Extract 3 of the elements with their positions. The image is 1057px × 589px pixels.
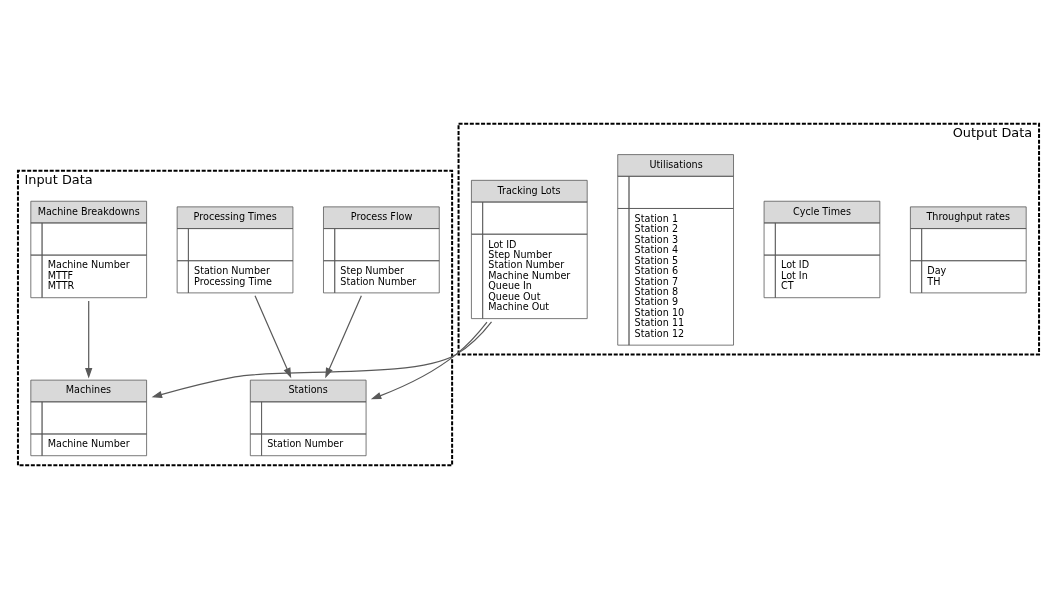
arrow xyxy=(370,321,488,400)
arrow xyxy=(85,300,93,379)
arrow xyxy=(151,321,493,398)
